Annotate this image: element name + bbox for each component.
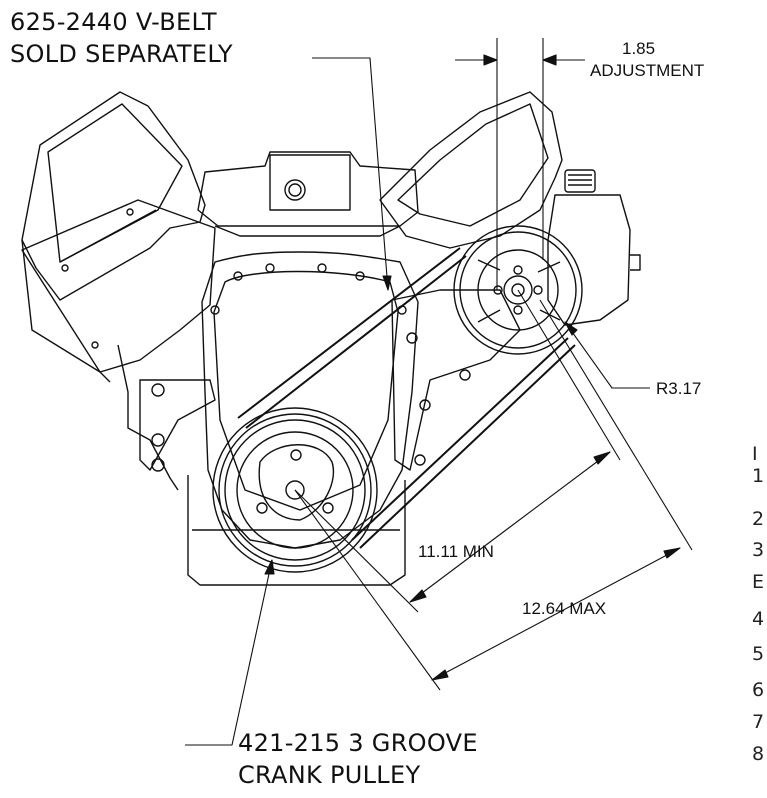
adjustment-value: 1.85 (622, 39, 656, 58)
clipped-list-item: 1 (752, 465, 765, 487)
max-dimension-label: 12.64 MAX (522, 599, 607, 618)
max-dimension (294, 299, 693, 691)
belt-callout-line2: SOLD SEPARATELY (10, 40, 233, 68)
clipped-list: I 1 2 3 E 4 5 6 7 8 (0, 438, 767, 798)
belt-leader (312, 57, 392, 291)
clipped-list-item: 7 (752, 711, 765, 733)
clipped-list-item: 8 (752, 743, 765, 765)
left-cylinder-head (21, 199, 216, 491)
clipped-list-item: 3 (752, 539, 765, 561)
pulley-callout-line2: CRANK PULLEY (238, 761, 421, 789)
clipped-list-item: 5 (752, 643, 765, 665)
timing-cover (201, 251, 419, 549)
adjustment-dimension (455, 38, 585, 290)
clipped-list-item: 2 (752, 508, 765, 530)
ps-reservoir (547, 169, 641, 326)
ps-pump-pulley (453, 225, 583, 355)
clipped-list-item: E (752, 571, 765, 593)
intake-manifold (197, 151, 419, 237)
min-dimension (294, 289, 621, 613)
crank-pulley (212, 407, 378, 573)
oil-pan (187, 475, 406, 586)
clipped-list-item: I (752, 443, 758, 465)
radius-leader (564, 321, 650, 389)
left-valve-cover (21, 91, 206, 383)
radius-label: R3.17 (656, 379, 702, 398)
pulley-leader (185, 559, 275, 746)
min-dimension-label: 11.11 MIN (418, 542, 494, 561)
v-belt (237, 247, 576, 549)
left-bracket (139, 379, 216, 472)
pulley-callout-line1: 421-215 3 GROOVE (238, 729, 478, 757)
clipped-list-item: 4 (752, 608, 765, 630)
clipped-list-item: 6 (752, 679, 765, 701)
adjustment-label: ADJUSTMENT (590, 61, 705, 80)
belt-callout-line1: 625-2440 V-BELT (10, 8, 217, 36)
